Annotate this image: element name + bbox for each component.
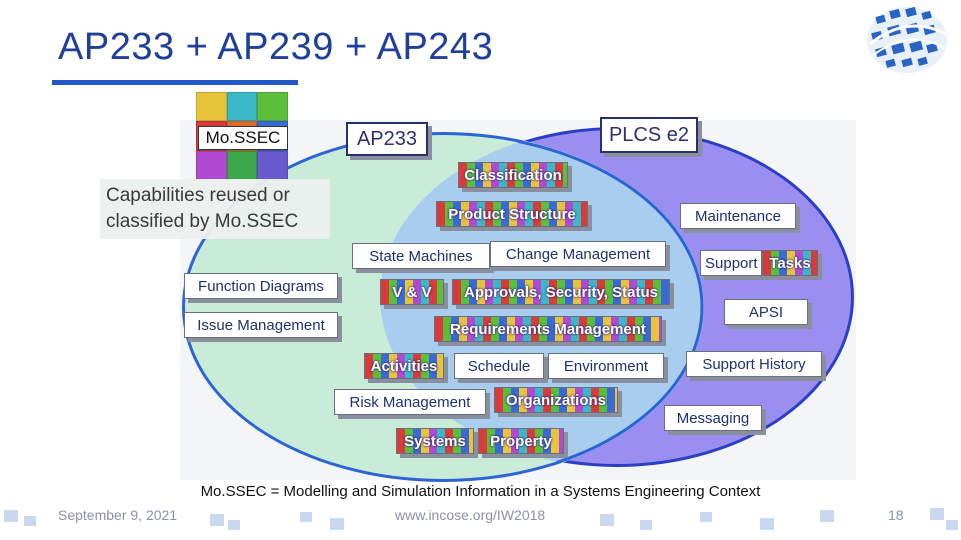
capability-approvals-security-status: Approvals, Security, Status bbox=[452, 279, 670, 305]
capability-apsi: APSI bbox=[724, 299, 808, 325]
footer-decoration bbox=[4, 508, 958, 530]
capability-messaging: Messaging bbox=[664, 405, 762, 431]
page-number: 18 bbox=[888, 507, 904, 523]
footer-url: www.incose.org/IW2018 bbox=[395, 507, 546, 523]
capability-risk-management: Risk Management bbox=[334, 389, 486, 415]
reuse-note: Capabilities reused or classified by Mo.… bbox=[100, 179, 330, 239]
capability-environment: Environment bbox=[548, 353, 664, 379]
capability-v-and-v: V & V bbox=[380, 279, 444, 305]
capability-classification: Classification bbox=[458, 162, 568, 188]
capability-schedule: Schedule bbox=[454, 353, 544, 379]
ap233-label: AP233 bbox=[346, 122, 428, 156]
footer-date: September 9, 2021 bbox=[58, 507, 178, 523]
capability-support: Support bbox=[700, 250, 762, 276]
mossec-logo-text: Mo.SSEC bbox=[198, 126, 288, 150]
capability-tasks: Tasks bbox=[762, 250, 818, 276]
capability-activities: Activities bbox=[364, 353, 444, 379]
slide-title: AP233 + AP239 + AP243 bbox=[58, 26, 494, 68]
plcs-label: PLCS e2 bbox=[600, 117, 698, 153]
capability-support-history: Support History bbox=[686, 351, 822, 377]
incose-globe-logo bbox=[867, 6, 947, 73]
capability-state-machines: State Machines bbox=[352, 243, 490, 269]
capability-change-management: Change Management bbox=[490, 241, 666, 267]
capability-function-diagrams: Function Diagrams bbox=[184, 273, 338, 299]
capability-property: Property bbox=[478, 428, 564, 454]
capability-issue-management: Issue Management bbox=[184, 312, 338, 338]
diagram-caption: Mo.SSEC = Modelling and Simulation Infor… bbox=[200, 483, 761, 500]
title-underline bbox=[52, 80, 298, 85]
capability-systems: Systems bbox=[396, 428, 474, 454]
capability-requirements-management: Requirements Management bbox=[434, 316, 662, 342]
capability-maintenance: Maintenance bbox=[680, 203, 796, 229]
capability-organizations: Organizations bbox=[494, 387, 618, 413]
capability-product-structure: Product Structure bbox=[436, 201, 588, 227]
